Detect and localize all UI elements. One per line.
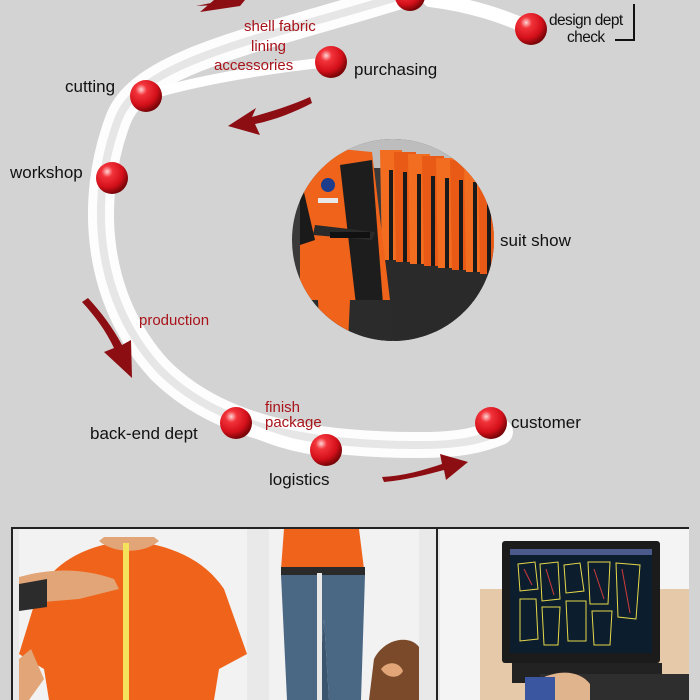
arrow-logistics-to-customer [382,454,468,482]
rack-suit-stripe [487,184,491,334]
suit-show-photo [292,139,505,341]
rack-suit-legs [492,276,494,341]
rack-suit-stripe [501,186,505,336]
note-shell-fabric: shell fabric [244,18,316,35]
bracket-line [615,4,635,41]
arrow-top-left-head [200,0,245,12]
photo-strip [11,527,689,700]
rack-suit-stripe [389,170,393,320]
note-package: package [265,414,322,431]
rack-suit-stripe [417,174,421,324]
rack-suit-stripe [403,172,407,322]
measurement-photo-back [19,529,247,700]
label-design-check: design dept check [549,12,623,46]
note-accessories: accessories [214,57,294,74]
flow-arrows [82,0,468,482]
process-ribbon [87,0,537,459]
note-production: production [139,312,210,329]
arrow-workshop-down [82,298,132,378]
node-customer [475,407,507,439]
label-back-end-dept: back-end dept [90,424,198,443]
label-purchasing: purchasing [354,60,438,79]
node-workshop [96,162,128,194]
rack-suit-stripe [459,180,463,330]
node-purchasing [315,46,347,78]
photo-divider [436,529,438,700]
arrow-purchasing-to-cutting [228,97,312,135]
node-logistics [310,434,342,466]
measurement-photo-trousers [269,529,419,700]
node-back-end [220,407,252,439]
label-suit-show: suit show [500,231,571,250]
note-lining: lining [251,38,287,55]
rack-suit-stripe [445,178,449,328]
node-design-check [515,13,547,45]
label-workshop: workshop [10,163,83,182]
rack-suit-stripe [473,182,477,332]
label-cutting: cutting [65,77,116,96]
pattern-pieces [517,561,641,646]
label-customer: customer [511,413,581,432]
process-flow-diagram [82,0,635,482]
rack-suit [492,166,494,276]
label-logistics: logistics [269,470,330,489]
process-nodes [96,0,547,466]
rack-suit-legs [478,274,494,341]
cad-pattern-photo [440,529,689,700]
note-finish: finish [265,399,301,416]
node-cutting [130,80,162,112]
rack-suit-stripe [431,176,435,326]
node-top [395,0,425,11]
